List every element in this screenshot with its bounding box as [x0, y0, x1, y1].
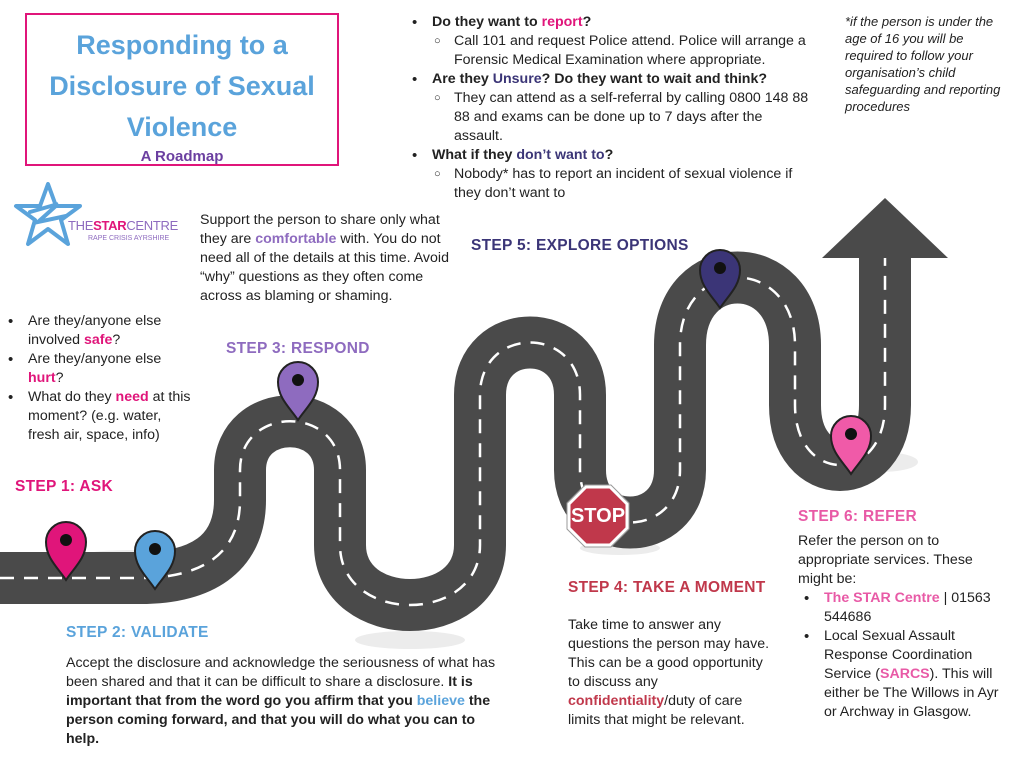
step6-heading: STEP 6: REFER	[798, 508, 918, 525]
pin-step3-icon	[276, 361, 320, 422]
step3-body: Support the person to share only what th…	[200, 212, 449, 304]
step4-body: Take time to answer any questions the pe…	[568, 617, 770, 728]
service-star-centre: The STAR Centre | 01563 544686	[802, 589, 1010, 627]
step5-options: Do they want to report? Call 101 and req…	[410, 13, 810, 203]
step2-body: Accept the disclosure and acknowledge th…	[66, 655, 496, 747]
step6-body: Refer the person on to appropriate servi…	[798, 532, 1010, 722]
step3-heading: STEP 3: RESPOND	[226, 340, 370, 357]
step1-questions: Are they/anyone else involved safe? Are …	[6, 312, 194, 445]
question-safe: Are they/anyone else involved safe?	[6, 312, 194, 350]
road-arrow-head	[822, 198, 948, 258]
pin-step5-icon	[698, 249, 742, 310]
pin-step2-icon	[133, 530, 177, 591]
pin-step6-icon	[829, 415, 873, 476]
step1-heading: STEP 1: ASK	[15, 478, 114, 495]
question-hurt: Are they/anyone else hurt?	[6, 350, 194, 388]
title-box: Responding to a Disclosure of Sexual Vio…	[25, 13, 339, 166]
option-dont-want-detail: Nobody* has to report an incident of sex…	[432, 165, 810, 203]
option-report-detail: Call 101 and request Police attend. Poli…	[432, 32, 810, 70]
page-title: Responding to a Disclosure of Sexual Vio…	[49, 30, 315, 142]
service-sarcs: Local Sexual Assault Response Coordinati…	[802, 627, 1010, 722]
stop-sign-icon	[566, 484, 630, 548]
star-logo-icon	[14, 182, 82, 246]
age-note: *if the person is under the age of 16 yo…	[845, 14, 1001, 114]
option-unsure-detail: They can attend as a self-referral by ca…	[432, 89, 810, 146]
star-centre-logo: THESTARCENTRE RAPE CRISIS AYRSHIRE	[12, 182, 192, 252]
option-report: Do they want to report? Call 101 and req…	[410, 13, 810, 70]
stop-sign-label: STOP	[570, 505, 626, 527]
page-subtitle: A Roadmap	[140, 148, 224, 165]
option-dont-want: What if they don’t want to? Nobody* has …	[410, 146, 810, 203]
step2-heading: STEP 2: VALIDATE	[66, 624, 209, 641]
option-unsure: Are they Unsure? Do they want to wait an…	[410, 70, 810, 146]
logo-tagline: RAPE CRISIS AYRSHIRE	[88, 235, 170, 242]
step5-heading: STEP 5: EXPLORE OPTIONS	[471, 237, 689, 254]
road-centre-line	[0, 255, 887, 607]
step4-heading: STEP 4: TAKE A MOMENT	[568, 579, 766, 596]
pin-step1-icon	[44, 521, 88, 582]
question-need: What do they need at this moment? (e.g. …	[6, 388, 194, 445]
step6-intro: Refer the person on to appropriate servi…	[798, 533, 973, 587]
